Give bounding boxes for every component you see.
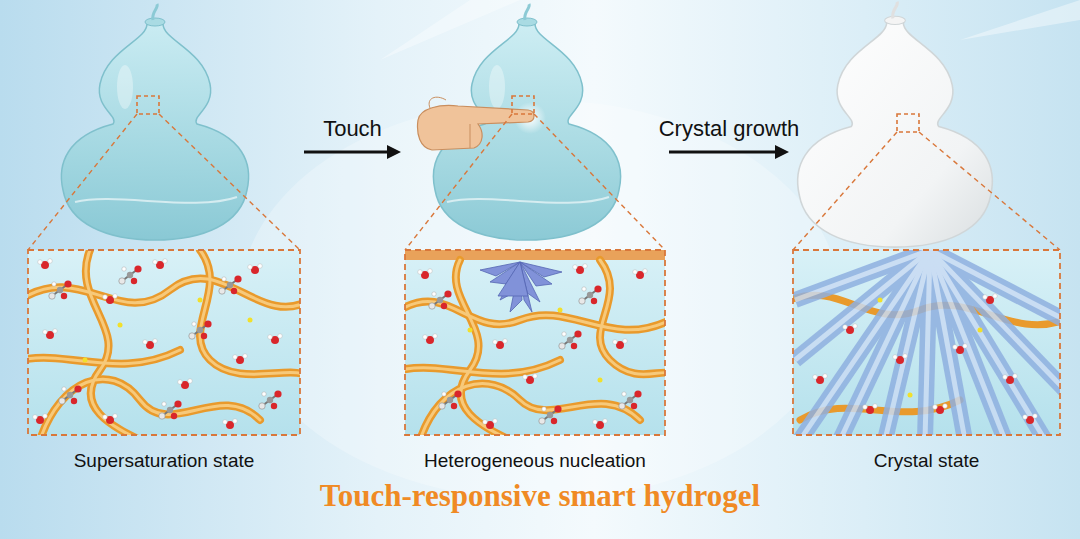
panel-node: Crystal state [793, 0, 1060, 472]
arrow-label: Crystal growth [659, 116, 800, 142]
panel-caption: Heterogeneous nucleation [395, 450, 675, 472]
arrow-connector [304, 145, 401, 159]
arrow-connector [669, 145, 789, 159]
hand [418, 97, 534, 150]
panel-node: Heterogeneous nucleation [405, 0, 665, 472]
panel-caption: Supersaturation state [18, 450, 310, 472]
arrow-label: Touch [323, 116, 382, 142]
panel-node: Supersaturation state [28, 0, 300, 472]
panel-caption: Crystal state [783, 450, 1070, 472]
diagram-title: Touch-responsive smart hydrogel [0, 478, 1080, 514]
